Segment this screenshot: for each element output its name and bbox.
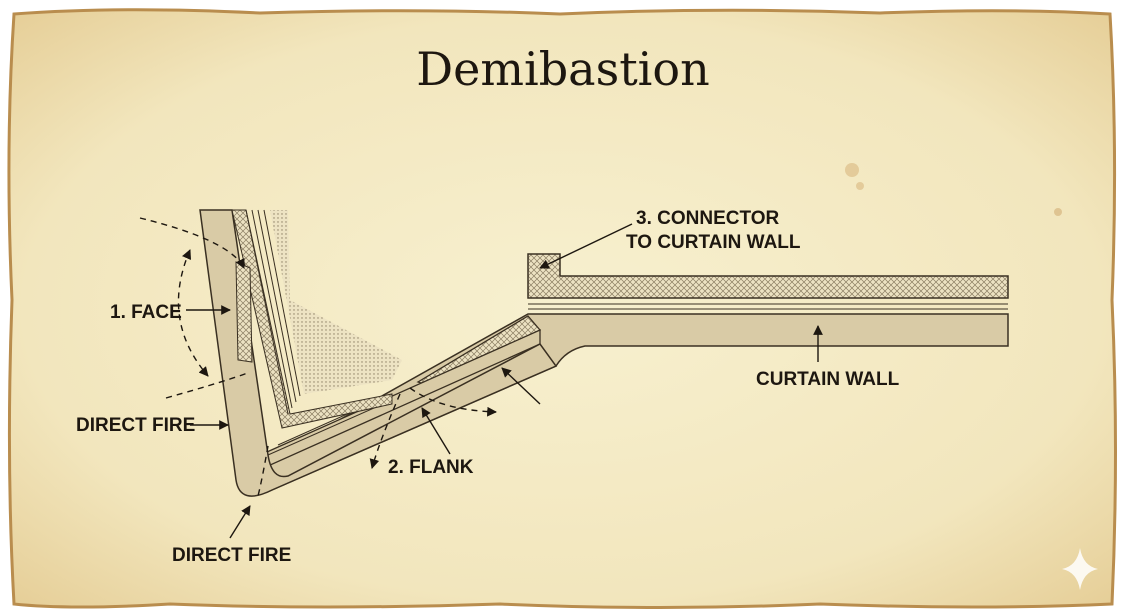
sparkle-icon	[1062, 548, 1098, 590]
page-title: Demibastion	[416, 42, 709, 96]
label-connector-line2: TO CURTAIN WALL	[626, 232, 801, 253]
flank-pointer	[421, 407, 451, 455]
face-wall	[199, 209, 558, 497]
label-flank: 2. FLANK	[388, 457, 474, 478]
direct-fire-bottom-pointer	[229, 505, 251, 539]
connector-pointer	[539, 223, 633, 269]
stain	[856, 182, 864, 190]
label-direct-fire-left: DIRECT FIRE	[76, 415, 195, 436]
stain	[845, 163, 859, 177]
label-face: 1. FACE	[110, 302, 182, 323]
fire-arcs	[139, 217, 497, 497]
flank-pointer-2	[501, 367, 541, 405]
label-connector-line1: 3. CONNECTOR	[636, 208, 780, 229]
label-curtain-wall: CURTAIN WALL	[756, 369, 900, 390]
stain	[1054, 208, 1062, 216]
label-direct-fire-bottom: DIRECT FIRE	[172, 545, 291, 566]
